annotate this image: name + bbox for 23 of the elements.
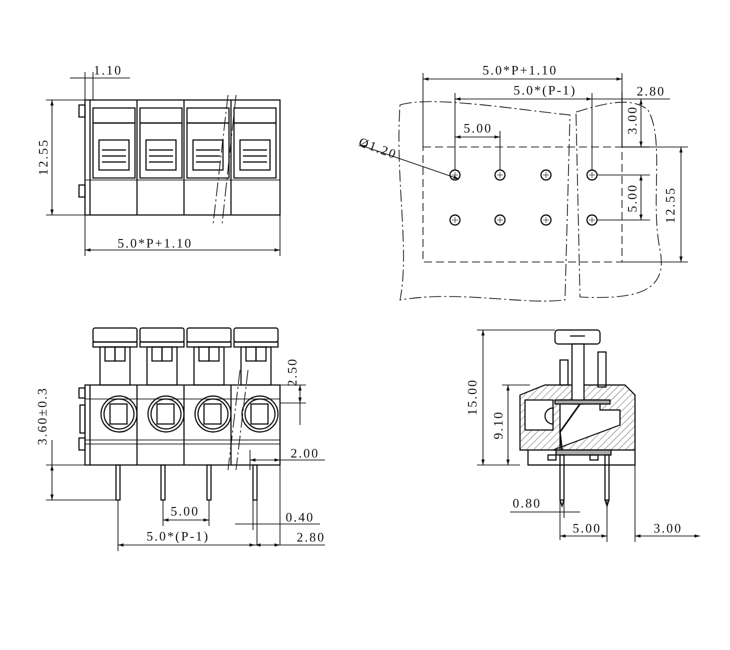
dimension-label: 12.55 (664, 186, 676, 224)
dimension-label: Ø1.20 (357, 135, 399, 161)
dimension-label: 5.0*P+1.10 (482, 64, 558, 76)
dimension-label: 3.60±0.3 (36, 386, 48, 446)
dimension-label: 3.00 (626, 106, 638, 134)
dimension-label: 5.0*P+1.10 (117, 236, 193, 250)
dimension-label: 0.40 (286, 510, 314, 524)
dimension-label: 1.10 (94, 64, 122, 76)
dimension-label: 15.00 (466, 378, 478, 416)
dimension-label: 9.10 (492, 410, 504, 440)
dimension-label: 5.00 (626, 184, 638, 212)
dimension-label: 5.0*(P-1) (146, 530, 210, 542)
dimension-label: 2.50 (286, 358, 298, 386)
dimension-label: 2.80 (636, 84, 666, 98)
dimension-label: 2.00 (290, 446, 320, 460)
dimension-label: 12.55 (36, 138, 50, 176)
dimension-label: 2.80 (296, 530, 326, 544)
dimension-label: 5.00 (170, 504, 200, 518)
dimension-label: 5.00 (464, 122, 492, 134)
dimension-label: 5.00 (572, 522, 602, 534)
dimension-label: 0.80 (512, 496, 542, 510)
dimension-label: 3.00 (654, 522, 682, 534)
dimension-label: 5.0*(P-1) (514, 84, 576, 96)
